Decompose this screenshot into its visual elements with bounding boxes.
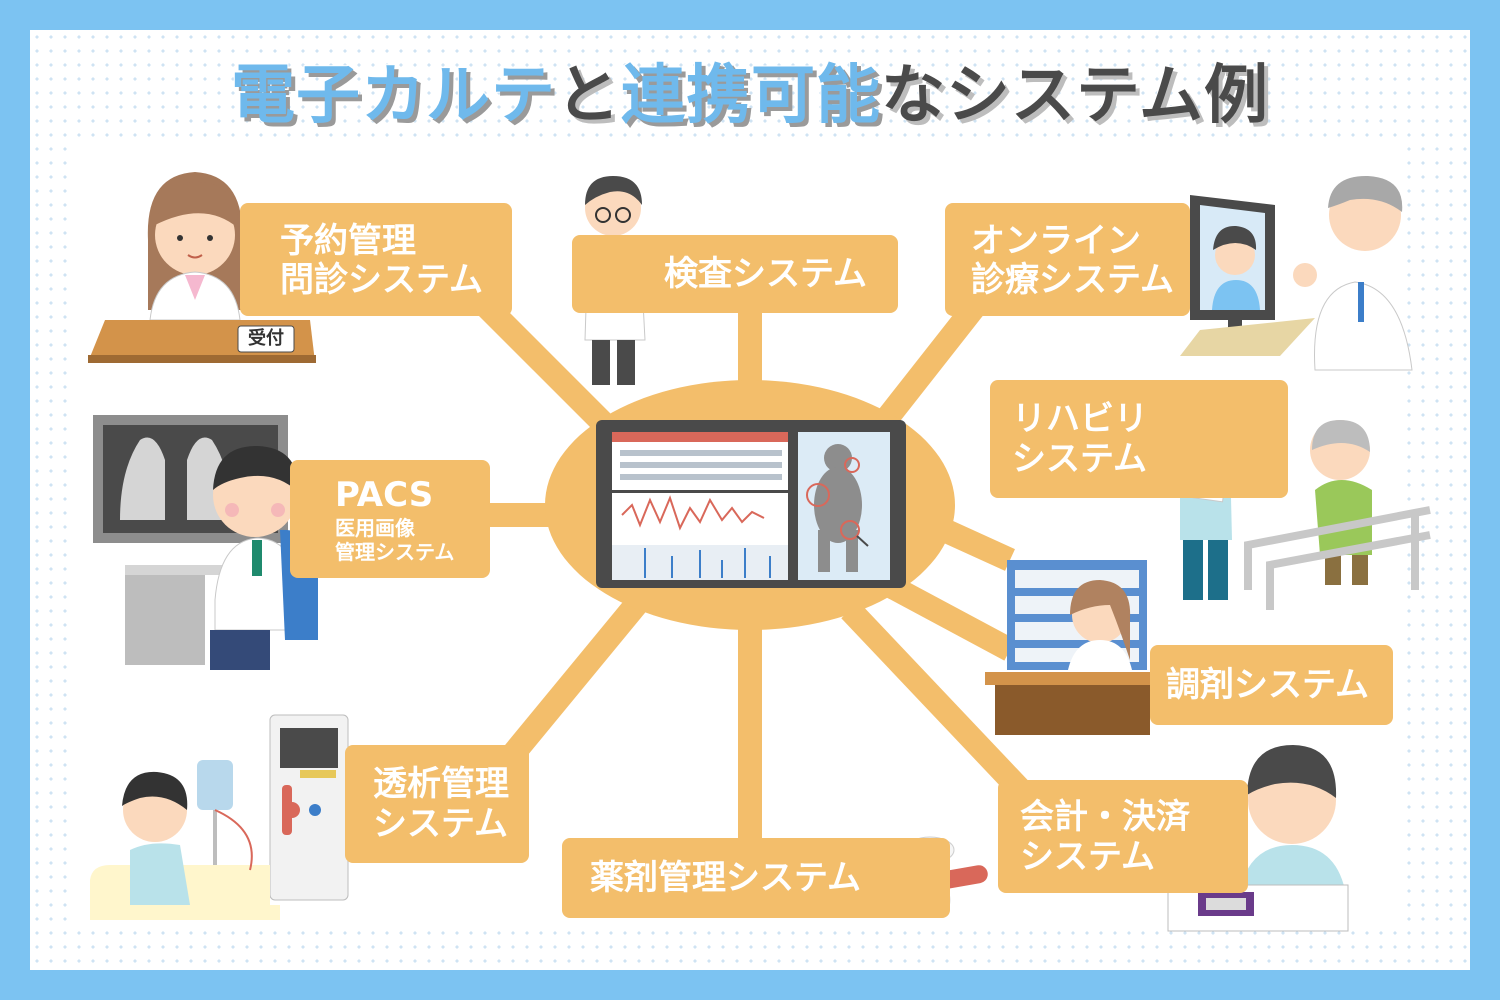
pacs-illustration <box>93 415 325 670</box>
title-part-3: 連携可能 <box>620 58 881 134</box>
reception-sign: 受付 <box>248 328 284 349</box>
dialysis-system-box: 透析管理 システム <box>345 745 529 863</box>
billing-system-box: 会計・決済 システム <box>998 780 1248 893</box>
drug-system-box: 薬剤管理システム <box>562 838 950 918</box>
pacs-line-1: PACS <box>335 475 434 515</box>
reservation-line-2: 問診システム <box>280 260 483 300</box>
receptionist-illustration <box>88 172 316 363</box>
dispensing-system-box: 調剤システム <box>1150 645 1393 725</box>
pacs-system-box: PACS 医用画像 管理システム <box>290 460 490 578</box>
title-part-4: なシステム例 <box>880 58 1270 134</box>
pacs-line-2: 医用画像 <box>335 516 415 540</box>
reservation-system-box: 予約管理 問診システム <box>240 203 512 316</box>
title-part-1: 電子カルテ <box>230 58 556 134</box>
pacs-line-3: 管理システム <box>335 540 455 564</box>
online-line-1: オンライン <box>971 221 1141 261</box>
dialysis-illustration <box>90 714 349 920</box>
rehab-line-2: システム <box>1012 439 1147 479</box>
rehab-line-1: リハビリ <box>1012 399 1148 439</box>
tablet-icon <box>596 420 906 588</box>
online-line-2: 診療システム <box>971 260 1174 300</box>
drug-label: 薬剤管理システム <box>590 858 861 898</box>
dialysis-line-1: 透析管理 <box>373 764 509 804</box>
dispensing-label: 調剤システム <box>1166 665 1369 705</box>
online-consultation-illustration <box>1180 175 1413 371</box>
page-title: 電子カルテと連携可能なシステム例 <box>0 44 1500 136</box>
title-part-2: と <box>555 58 621 134</box>
rehab-system-box: リハビリ システム <box>990 380 1288 498</box>
exam-system-box: 検査システム <box>572 235 898 313</box>
exam-label: 検査システム <box>664 254 867 294</box>
billing-line-1: 会計・決済 <box>1020 797 1190 837</box>
billing-line-2: システム <box>1020 837 1155 877</box>
dialysis-line-2: システム <box>373 804 508 844</box>
pharmacist-illustration <box>985 560 1160 735</box>
reservation-line-1: 予約管理 <box>280 221 416 261</box>
online-system-box: オンライン 診療システム <box>945 203 1190 316</box>
